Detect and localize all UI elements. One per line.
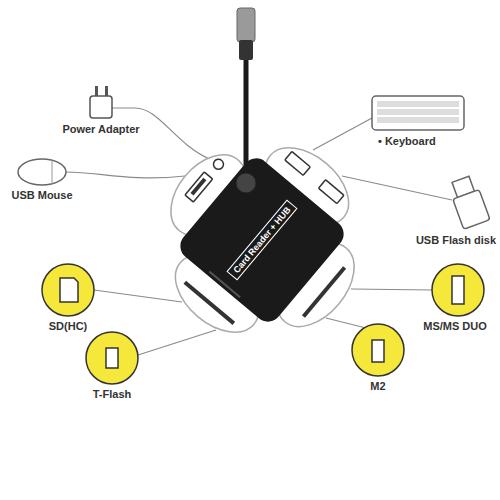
device-label: USB Flash disk bbox=[416, 234, 496, 246]
flash-line bbox=[342, 176, 452, 200]
power-port bbox=[211, 157, 225, 171]
device-label: USB Mouse bbox=[11, 189, 72, 201]
strain-relief bbox=[236, 173, 256, 193]
usb-port bbox=[285, 151, 310, 175]
device-label: MS/MS DUO bbox=[423, 320, 487, 332]
plug-housing bbox=[239, 40, 253, 60]
leader-lines bbox=[66, 108, 452, 355]
ms-slot bbox=[302, 266, 346, 318]
mouse-icon bbox=[18, 159, 66, 185]
device-label: • Keyboard bbox=[378, 135, 436, 147]
ms-line bbox=[351, 289, 432, 290]
power-adapter-icon bbox=[90, 96, 112, 118]
tf-line bbox=[138, 330, 216, 355]
usb-port-tongue bbox=[190, 178, 206, 196]
flash-disk-icon bbox=[447, 175, 490, 230]
device-label: Power Adapter bbox=[62, 123, 139, 135]
keyboard-icon bbox=[372, 96, 464, 130]
usb-port bbox=[185, 172, 213, 202]
keyboard-keys bbox=[377, 101, 459, 123]
sd-line bbox=[94, 290, 182, 302]
device-label: Card Reader + HUB bbox=[227, 200, 298, 280]
mouse-button bbox=[52, 160, 53, 184]
keyboard-line bbox=[313, 118, 372, 150]
mouse-cable bbox=[66, 172, 185, 178]
device-label: SD(HC) bbox=[49, 320, 88, 332]
usb-port bbox=[319, 180, 344, 204]
device-label: T-Flash bbox=[93, 388, 132, 400]
device-label: M2 bbox=[370, 380, 385, 392]
card-icons bbox=[42, 264, 484, 384]
usb-c-plug bbox=[237, 8, 255, 42]
tf-slot bbox=[209, 272, 240, 298]
hub-body bbox=[175, 153, 350, 328]
